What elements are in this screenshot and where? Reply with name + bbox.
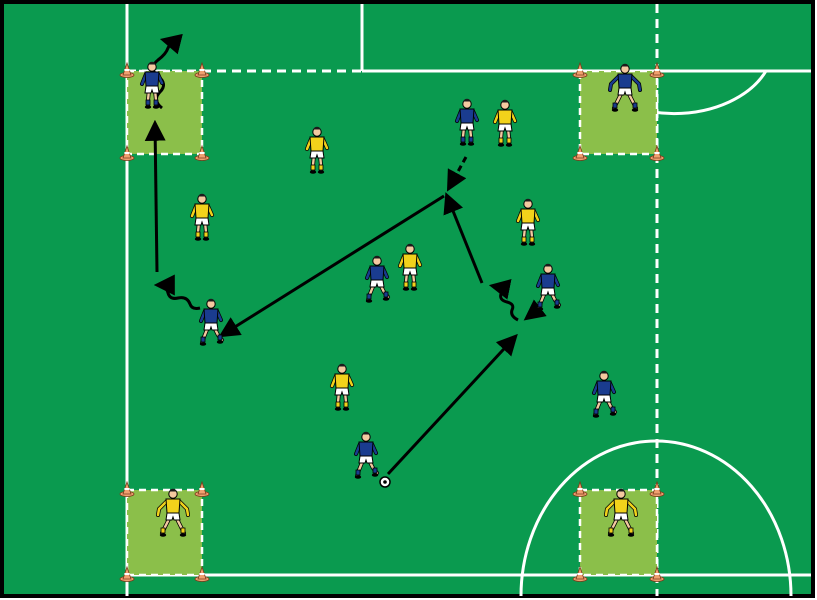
soccer-player-icon bbox=[305, 126, 329, 174]
pass-arrow-2 bbox=[443, 192, 484, 284]
run-arrow-2 bbox=[446, 156, 468, 192]
training-cone-icon bbox=[194, 565, 210, 582]
training-cone-icon bbox=[194, 61, 210, 78]
soccer-player-icon bbox=[330, 363, 354, 411]
training-cone-icon bbox=[572, 565, 588, 582]
training-cone-icon bbox=[119, 144, 135, 161]
training-cone-icon bbox=[572, 480, 588, 497]
soccer-player-icon bbox=[365, 255, 390, 303]
soccer-player-icon bbox=[604, 488, 638, 537]
bottom-center-circle bbox=[519, 439, 793, 597]
training-cone-icon bbox=[572, 144, 588, 161]
soccer-ball-icon bbox=[379, 476, 391, 488]
soccer-player-icon bbox=[455, 98, 479, 146]
training-cone-icon bbox=[119, 565, 135, 582]
soccer-player-icon bbox=[608, 63, 642, 112]
soccer-player-icon bbox=[354, 431, 379, 479]
soccer-player-icon bbox=[592, 370, 617, 418]
soccer-player-icon bbox=[199, 298, 224, 346]
training-cone-icon bbox=[649, 61, 665, 78]
soccer-player-icon bbox=[156, 488, 190, 537]
soccer-player-icon bbox=[190, 193, 214, 241]
training-cone-icon bbox=[194, 144, 210, 161]
training-cone-icon bbox=[649, 565, 665, 582]
pass-arrow-1 bbox=[386, 333, 518, 476]
training-cone-icon bbox=[119, 61, 135, 78]
training-cone-icon bbox=[649, 144, 665, 161]
pass-arrow-4 bbox=[144, 119, 166, 273]
training-cone-icon bbox=[194, 480, 210, 497]
dribble-arrow-2 bbox=[153, 274, 201, 310]
movement-arrows bbox=[144, 33, 547, 476]
soccer-player-icon bbox=[493, 99, 517, 147]
training-cone-icon bbox=[119, 480, 135, 497]
pass-arrow-3 bbox=[218, 194, 445, 338]
training-cone-icon bbox=[649, 480, 665, 497]
soccer-player-icon bbox=[516, 198, 540, 246]
soccer-player-icon bbox=[536, 263, 561, 311]
soccer-player-icon bbox=[140, 61, 164, 109]
soccer-player-icon bbox=[398, 243, 422, 291]
training-cone-icon bbox=[572, 61, 588, 78]
dribble-arrow-1 bbox=[488, 279, 519, 322]
